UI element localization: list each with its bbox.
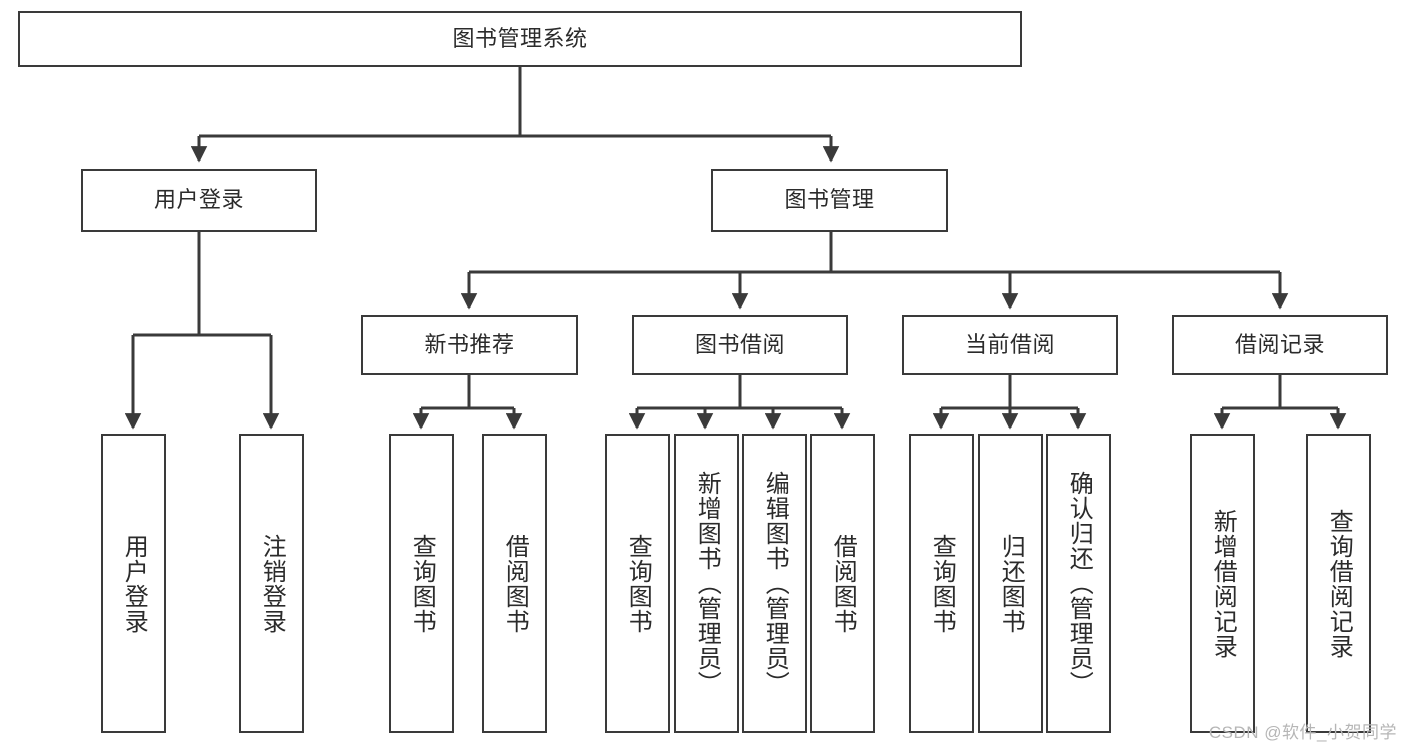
node-borrow-record[interactable]: 借阅记录 bbox=[1172, 315, 1388, 375]
leaf-user-login-signin-label: 用户登录 bbox=[120, 533, 148, 634]
node-book-management-label: 图书管理 bbox=[784, 187, 875, 213]
leaf-book-borrow-lend-label: 借阅图书 bbox=[829, 533, 857, 634]
leaf-book-borrow-query-label: 查询图书 bbox=[624, 533, 652, 634]
leaf-book-borrow-add[interactable]: 新增图书（管理员） bbox=[674, 434, 739, 733]
leaf-new-book-query-label: 查询图书 bbox=[408, 533, 436, 634]
leaf-new-book-borrow-label: 借阅图书 bbox=[501, 533, 529, 634]
leaf-borrow-record-query[interactable]: 查询借阅记录 bbox=[1306, 434, 1371, 733]
node-current-borrow-label: 当前借阅 bbox=[964, 331, 1055, 357]
leaf-user-login-signin[interactable]: 用户登录 bbox=[101, 434, 166, 733]
node-book-management[interactable]: 图书管理 bbox=[711, 169, 948, 232]
leaf-current-borrow-confirm-label: 确认归还（管理员） bbox=[1065, 471, 1093, 696]
leaf-current-borrow-query[interactable]: 查询图书 bbox=[909, 434, 974, 733]
csdn-watermark: CSDN @软件_小贺同学 bbox=[1208, 723, 1397, 742]
leaf-user-login-signout[interactable]: 注销登录 bbox=[239, 434, 304, 733]
node-new-book-recommend-label: 新书推荐 bbox=[424, 331, 515, 357]
leaf-current-borrow-return[interactable]: 归还图书 bbox=[978, 434, 1043, 733]
leaf-book-borrow-add-label: 新增图书（管理员） bbox=[693, 471, 721, 696]
leaf-book-borrow-query[interactable]: 查询图书 bbox=[605, 434, 670, 733]
leaf-new-book-query[interactable]: 查询图书 bbox=[389, 434, 454, 733]
leaf-borrow-record-add-label: 新增借阅记录 bbox=[1209, 508, 1237, 659]
node-current-borrow[interactable]: 当前借阅 bbox=[902, 315, 1118, 375]
node-user-login[interactable]: 用户登录 bbox=[81, 169, 317, 232]
node-book-borrow[interactable]: 图书借阅 bbox=[632, 315, 848, 375]
node-new-book-recommend[interactable]: 新书推荐 bbox=[361, 315, 578, 375]
leaf-borrow-record-query-label: 查询借阅记录 bbox=[1325, 508, 1353, 659]
leaf-current-borrow-return-label: 归还图书 bbox=[997, 533, 1025, 634]
leaf-new-book-borrow[interactable]: 借阅图书 bbox=[482, 434, 547, 733]
leaf-borrow-record-add[interactable]: 新增借阅记录 bbox=[1190, 434, 1255, 733]
node-root-label: 图书管理系统 bbox=[452, 25, 588, 51]
leaf-current-borrow-confirm[interactable]: 确认归还（管理员） bbox=[1046, 434, 1111, 733]
leaf-book-borrow-edit[interactable]: 编辑图书（管理员） bbox=[742, 434, 807, 733]
leaf-current-borrow-query-label: 查询图书 bbox=[928, 533, 956, 634]
node-borrow-record-label: 借阅记录 bbox=[1234, 331, 1325, 357]
leaf-user-login-signout-label: 注销登录 bbox=[258, 533, 286, 634]
leaf-book-borrow-edit-label: 编辑图书（管理员） bbox=[761, 471, 789, 696]
node-book-borrow-label: 图书借阅 bbox=[694, 331, 785, 357]
node-root[interactable]: 图书管理系统 bbox=[18, 11, 1022, 67]
leaf-book-borrow-lend[interactable]: 借阅图书 bbox=[810, 434, 875, 733]
node-user-login-label: 用户登录 bbox=[153, 187, 244, 213]
